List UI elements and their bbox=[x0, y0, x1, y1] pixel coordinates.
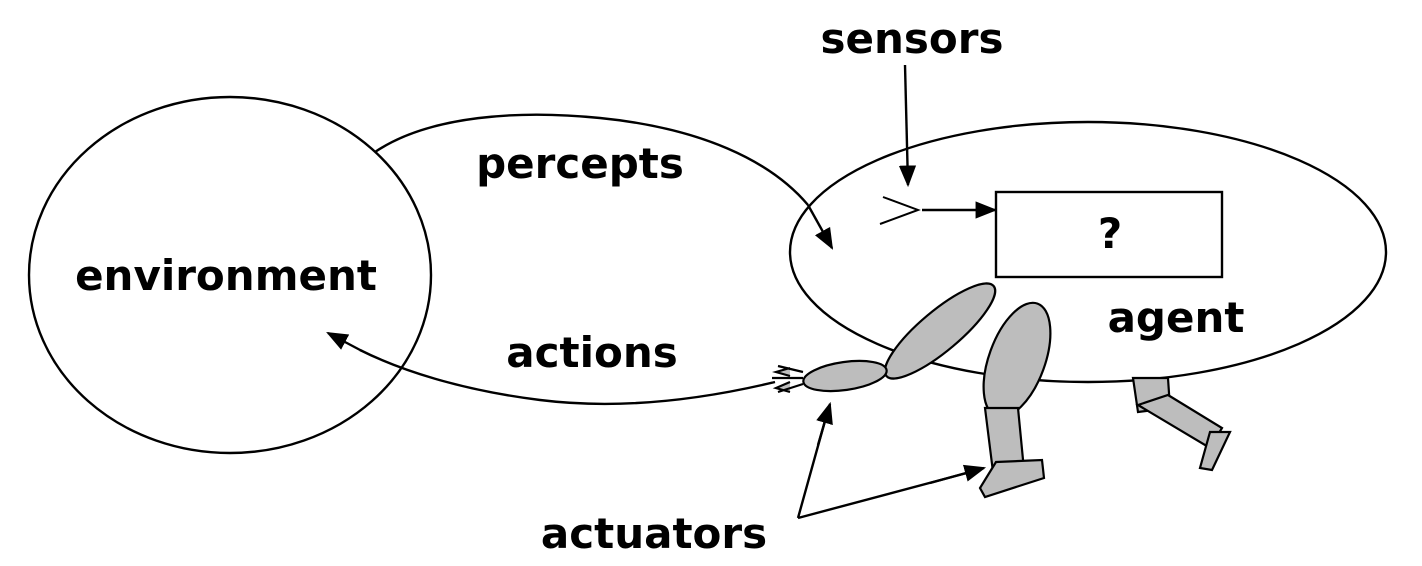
agent-program-box bbox=[994, 190, 1224, 279]
foot-front bbox=[978, 458, 1046, 499]
box-question-label: ? bbox=[1098, 209, 1122, 258]
eye-icon bbox=[879, 196, 921, 225]
foot-back bbox=[1198, 430, 1232, 472]
actuators-arrow-arm bbox=[816, 401, 833, 446]
upper-arm bbox=[883, 282, 997, 380]
shin-back bbox=[1135, 393, 1224, 450]
percepts-arrow bbox=[806, 204, 834, 250]
actions-arc bbox=[359, 348, 776, 406]
environment-circle bbox=[27, 95, 433, 455]
environment-label: environment bbox=[75, 251, 377, 300]
percepts-label: percepts bbox=[476, 139, 684, 188]
actuators-label: actuators bbox=[541, 509, 767, 558]
actions-arrow bbox=[326, 331, 363, 353]
actuators-lines bbox=[796, 409, 979, 520]
hand-icon bbox=[771, 364, 804, 394]
forearm bbox=[802, 359, 888, 393]
agent-ellipse bbox=[788, 120, 1388, 384]
actions-label: actions bbox=[506, 328, 677, 377]
sensors-arrow bbox=[898, 64, 917, 188]
actuators-arrow-leg bbox=[929, 464, 987, 485]
sensors-label: sensors bbox=[821, 14, 1004, 63]
percepts-arc bbox=[374, 113, 809, 206]
agent-label: agent bbox=[1108, 293, 1245, 342]
